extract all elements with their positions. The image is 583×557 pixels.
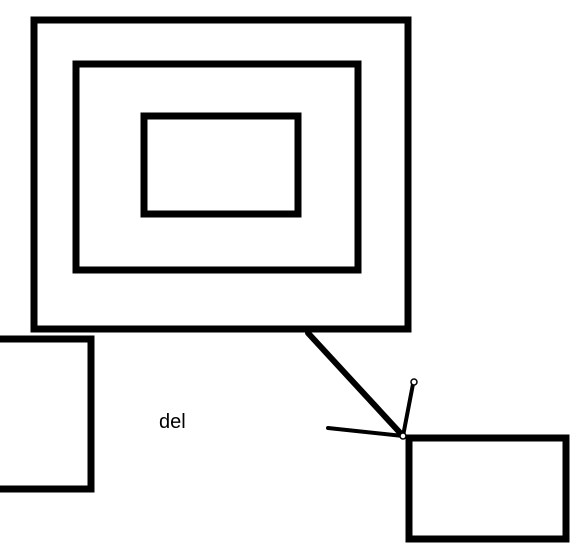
connector-line-up-stub[interactable] [401, 382, 415, 438]
middle-frame-box[interactable] [72, 60, 362, 274]
left-edge-box[interactable] [0, 335, 95, 493]
outer-frame-box[interactable] [30, 16, 412, 333]
bottom-right-box[interactable] [405, 434, 570, 543]
line-end-handle-top[interactable] [410, 378, 418, 386]
connector-line-left-stub[interactable] [326, 426, 405, 438]
inner-frame-box[interactable] [140, 112, 302, 218]
connector-line-diagonal[interactable] [305, 330, 406, 439]
line-end-handle-junction[interactable] [399, 432, 407, 440]
del-label: del [159, 411, 186, 433]
